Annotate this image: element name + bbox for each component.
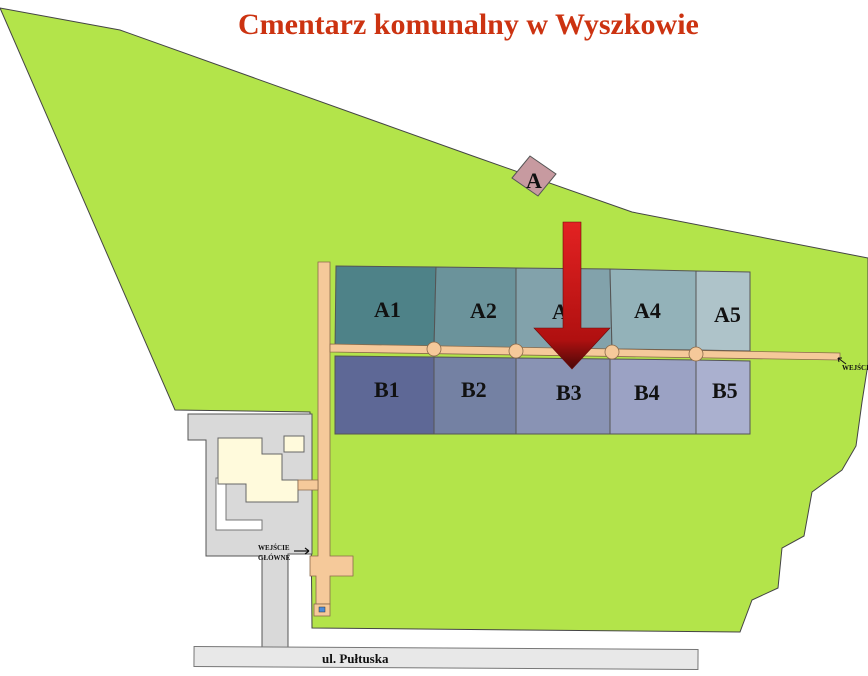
- section-a5-label: A5: [714, 302, 741, 327]
- section-b4-label: B4: [634, 380, 660, 405]
- section-a1-label: A1: [374, 297, 401, 322]
- main-entrance-label-line2: GŁÓWNE: [258, 554, 291, 562]
- section-b2-label: B2: [461, 377, 487, 402]
- chapel-a[interactable]: A: [511, 155, 557, 197]
- section-b5-label: B5: [712, 378, 738, 403]
- side-entrance[interactable]: WEJŚCIE: [837, 357, 868, 372]
- building-path: [297, 479, 319, 491]
- street-label: ul. Pułtuska: [322, 651, 389, 666]
- section-a5[interactable]: [695, 270, 751, 352]
- path-node-2: [508, 343, 524, 359]
- street-road: [193, 645, 699, 671]
- path-node-3: [604, 344, 620, 360]
- side-entrance-arrow-icon: [837, 357, 847, 365]
- map-title: Cmentarz komunalny w Wyszkowie: [238, 8, 699, 41]
- side-entrance-label: WEJŚCIE: [842, 364, 868, 372]
- main-entrance-label-line1: WEJŚCIE: [258, 544, 290, 552]
- path-node-1: [426, 341, 442, 357]
- chapel-a-label: A: [526, 168, 542, 193]
- small-building: [283, 435, 305, 453]
- section-a2-label: A2: [470, 298, 497, 323]
- section-b1-label: B1: [374, 377, 400, 402]
- section-row-b: [334, 355, 751, 435]
- water-tap-icon: [318, 606, 326, 613]
- section-b5[interactable]: [695, 359, 751, 435]
- main-entrance[interactable]: WEJŚCIE GŁÓWNE: [258, 544, 310, 562]
- path-node-4: [688, 346, 704, 362]
- section-b3-label: B3: [556, 380, 582, 405]
- section-row-a: [334, 265, 751, 352]
- arrow-down-icon: [533, 221, 611, 370]
- section-a4-label: A4: [634, 298, 661, 323]
